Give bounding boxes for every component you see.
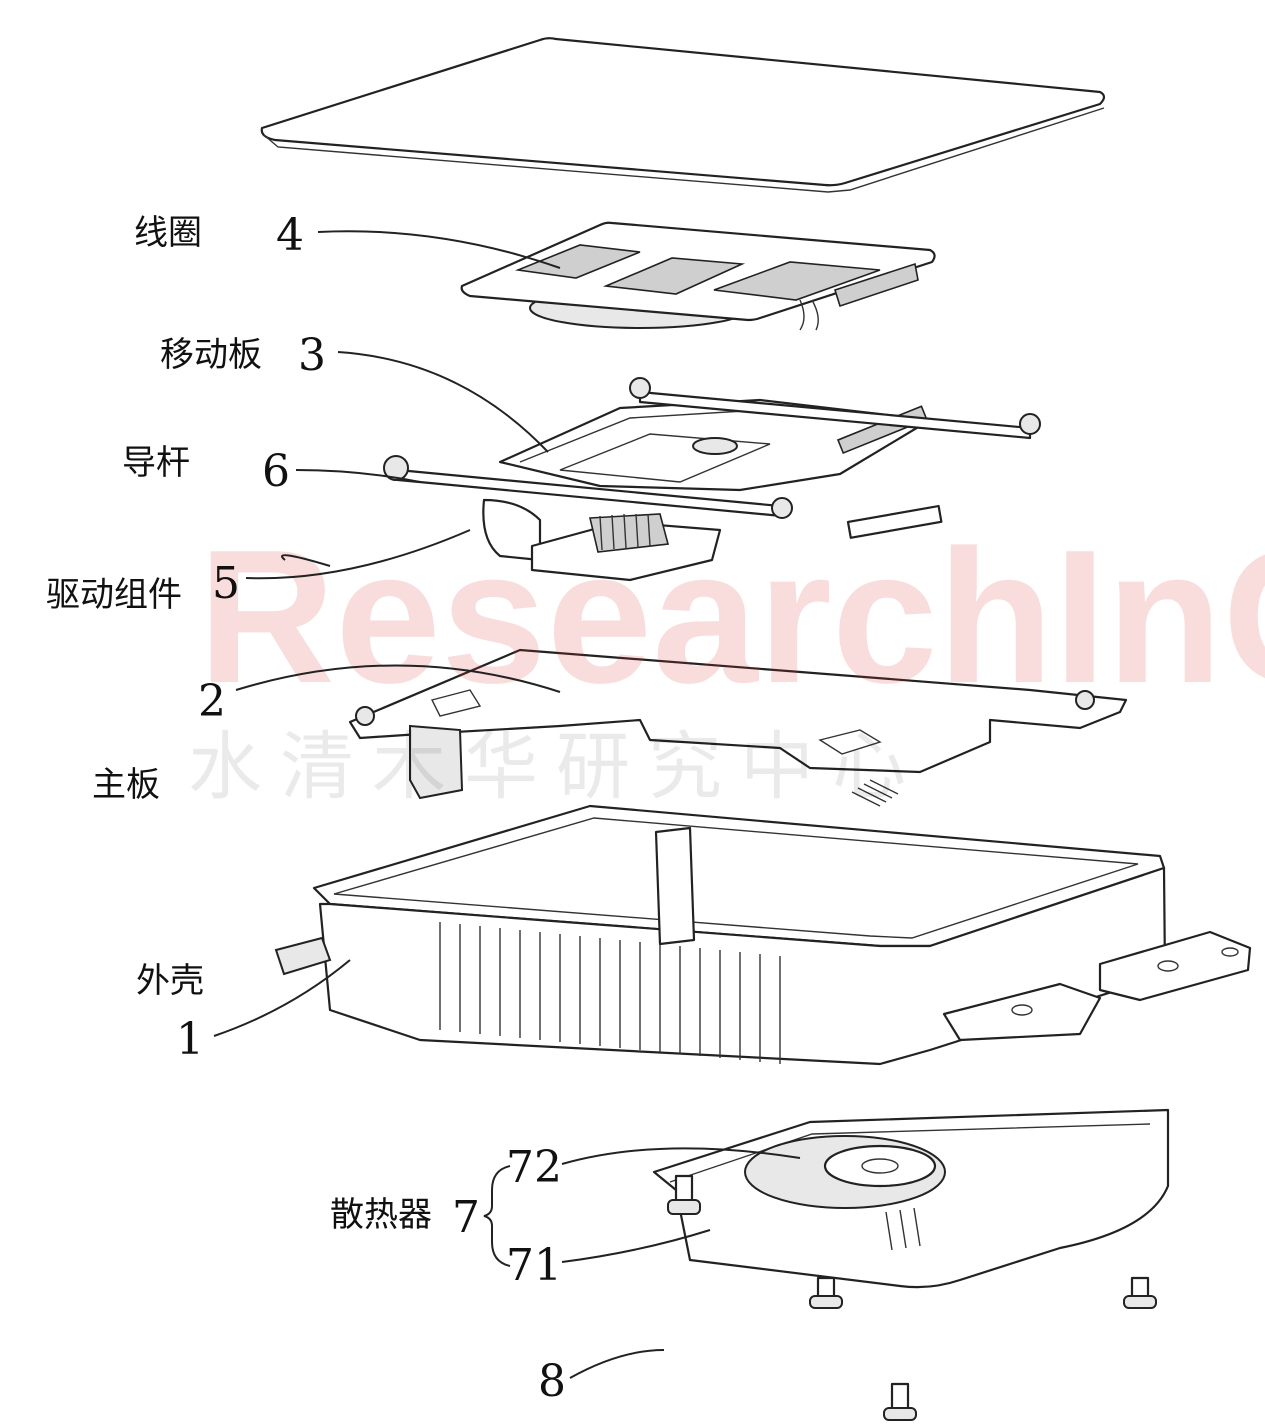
label-main-board: 主板 — [92, 765, 160, 805]
label-coil: 线圈 — [134, 213, 202, 253]
number-6: 6 — [262, 446, 290, 497]
screw — [1123, 1276, 1157, 1309]
leader-lines — [213, 230, 801, 1379]
top-cover-plate — [260, 37, 1106, 193]
label-drive-assembly: 驱动组件 — [46, 575, 182, 615]
label-housing: 外壳 — [136, 961, 204, 1001]
label-moving-plate: 移动板 — [160, 335, 262, 375]
number-5: 5 — [212, 558, 240, 609]
screw — [883, 1382, 917, 1421]
number-3: 3 — [298, 330, 326, 381]
drive-assembly-part — [482, 498, 943, 582]
coil-part — [460, 221, 936, 331]
label-heat-sink: 散热器 — [330, 1195, 432, 1235]
housing-part — [274, 804, 1252, 1066]
number-1: 1 — [176, 1014, 204, 1065]
number-4: 4 — [276, 210, 304, 261]
label-guide-rod: 导杆 — [122, 443, 190, 483]
heat-sink-part — [652, 1108, 1170, 1289]
watermark-cn: 水清木华研究中心 — [188, 724, 924, 810]
screw — [809, 1276, 843, 1309]
number-72: 72 — [506, 1142, 562, 1193]
number-8: 8 — [538, 1356, 566, 1407]
screw — [667, 1174, 701, 1215]
watermark-en: ResearchInChina — [198, 511, 1265, 723]
screws-part — [667, 1174, 1157, 1421]
number-71: 71 — [506, 1240, 562, 1291]
main-board-part — [348, 648, 1128, 807]
number-7: 7 — [452, 1192, 480, 1243]
number-2: 2 — [198, 676, 226, 727]
guide-rods-part — [383, 377, 1041, 519]
